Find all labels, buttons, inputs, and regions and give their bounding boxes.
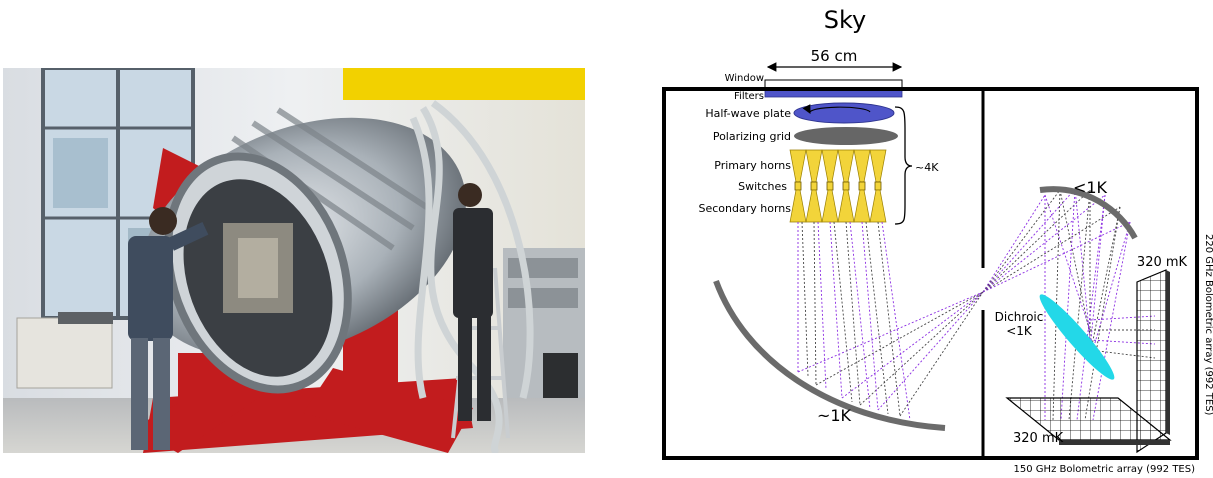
primary-horn: [821, 149, 839, 183]
ray: [1089, 349, 1156, 359]
secondary-horn: [821, 189, 839, 223]
light-rays: [797, 188, 1156, 421]
dichroic-label: Dichroic: [995, 310, 1044, 324]
ray: [877, 291, 984, 411]
secondary-horn: [869, 189, 887, 223]
filters-label: Filters: [734, 91, 764, 102]
window-label: Window: [725, 73, 764, 84]
primary-horn: [805, 149, 823, 183]
instrument-diagram: Sky 56 cm Window Filters Half-wave plate…: [662, 6, 1213, 475]
ray: [1059, 189, 1091, 336]
ray: [982, 194, 1046, 293]
ray: [845, 221, 861, 406]
secondary-horns-label: Secondary horns: [699, 202, 792, 215]
ray: [982, 221, 1131, 293]
ray: [1074, 188, 1091, 341]
ray: [1076, 194, 1106, 421]
cables: [409, 100, 534, 453]
detector-150ghz-temp: 320 mK: [1013, 431, 1064, 446]
ray: [982, 189, 1061, 293]
ray: [817, 221, 827, 390]
detector-220ghz-temp: 320 mK: [1137, 255, 1188, 270]
hwp-rotation-arrow: [802, 104, 871, 114]
primary-horn: [789, 149, 807, 183]
array-150ghz-label: 150 GHz Bolometric array (992 TES): [1014, 464, 1196, 475]
ray: [1089, 206, 1121, 356]
switch: [826, 181, 834, 191]
array-220ghz-label: 220 GHz Bolometric array (992 TES): [1203, 234, 1213, 416]
ray: [797, 291, 984, 373]
ray: [1060, 188, 1076, 421]
switch: [874, 181, 882, 191]
switch: [858, 181, 866, 191]
aperture-label: 56 cm: [811, 47, 858, 65]
polarizing-grid-label: Polarizing grid: [713, 130, 791, 143]
cryostat: [140, 107, 466, 394]
ray: [1092, 221, 1131, 421]
sky-label: Sky: [824, 6, 866, 34]
dichroic-temp: <1K: [1006, 324, 1033, 338]
horn-array: [789, 149, 887, 223]
secondary-horn: [805, 189, 823, 223]
ray: [841, 291, 984, 399]
ray: [833, 221, 853, 403]
primary-horn: [837, 149, 855, 183]
ray: [815, 291, 984, 386]
ray: [861, 221, 879, 411]
secondary-horn: [789, 189, 807, 223]
ray: [982, 194, 1106, 293]
switch: [842, 181, 850, 191]
ray: [877, 221, 901, 417]
switches-label: Switches: [738, 180, 787, 193]
temperature-brace: [894, 106, 913, 225]
ray: [982, 206, 1121, 293]
ray: [899, 291, 984, 417]
ray: [865, 221, 889, 415]
ray: [801, 221, 809, 377]
detector-150ghz: [1005, 397, 1172, 445]
secondary-mirror-temp: <1K: [1073, 178, 1108, 197]
half-wave-plate: [793, 102, 895, 124]
ray: [1089, 194, 1106, 351]
cryostat-frame: [662, 87, 1199, 460]
secondary-mirror: [1039, 186, 1138, 240]
ray: [881, 221, 911, 421]
ray: [1089, 339, 1156, 345]
ray: [859, 291, 984, 406]
primary-mirror-temp: ~1K: [817, 406, 852, 425]
crane-beam: [343, 68, 585, 100]
secondary-horn: [837, 189, 855, 223]
primary-mirror: [713, 279, 946, 431]
ray: [1089, 315, 1156, 321]
person-right: [453, 183, 493, 421]
ray: [829, 221, 843, 399]
detector-220ghz: [1136, 269, 1170, 454]
divider-gap: [978, 268, 988, 310]
primary-horns-label: Primary horns: [714, 159, 791, 172]
ray: [982, 189, 1091, 293]
ray: [1068, 189, 1091, 421]
desk: [16, 317, 113, 389]
ray: [849, 221, 871, 410]
temp-4k-label: ~4K: [915, 161, 939, 174]
secondary-horn: [853, 189, 871, 223]
primary-horn: [869, 149, 887, 183]
ray: [813, 221, 817, 386]
dichroic-plate: [1039, 294, 1115, 380]
person-left: [128, 207, 209, 450]
polarizing-grid: [794, 127, 898, 145]
lab-photo: [3, 68, 585, 453]
primary-horn: [853, 149, 871, 183]
ray: [982, 188, 1076, 293]
hwp-label: Half-wave plate: [705, 107, 791, 120]
switch: [794, 181, 802, 191]
switch: [810, 181, 818, 191]
